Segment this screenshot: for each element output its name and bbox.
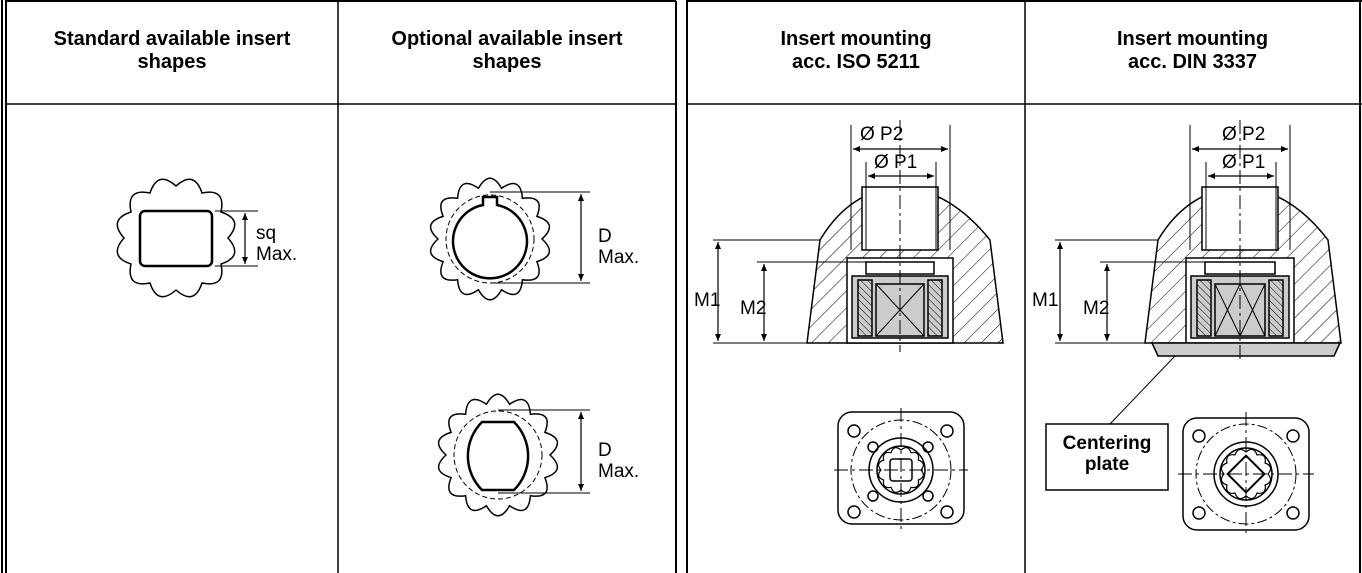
label-d-max-flat: D Max. xyxy=(598,440,640,482)
label-iso-m1: M1 xyxy=(694,290,721,311)
standard-square-insert-drawing xyxy=(116,178,258,298)
label-iso-p2: Ø P2 xyxy=(860,124,904,145)
splined-outline xyxy=(116,178,236,298)
label-din-m1: M1 xyxy=(1032,290,1059,311)
splined-outline xyxy=(437,393,559,517)
label-d-max-keyed: D Max. xyxy=(598,226,640,268)
din-flange-top-view-drawing xyxy=(1178,412,1314,536)
din-mounting-section-drawing xyxy=(1055,120,1342,425)
label-sq-max: sq Max. xyxy=(256,223,298,265)
label-iso-p1: Ø P1 xyxy=(874,152,918,173)
optional-keyed-round-insert-drawing xyxy=(429,177,590,301)
splined-outline xyxy=(429,177,551,301)
optional-double-flat-insert-drawing xyxy=(437,393,590,517)
label-din-m2: M2 xyxy=(1083,298,1110,319)
header-optional-shapes: Optional available insert shapes xyxy=(391,28,623,73)
iso-flange-top-view-drawing xyxy=(834,408,968,530)
header-standard-shapes: Standard available insert shapes xyxy=(53,28,291,73)
label-din-p2: Ø P2 xyxy=(1222,124,1266,145)
centering-plate-label-box xyxy=(1045,423,1169,491)
label-din-p1: Ø P1 xyxy=(1222,152,1266,173)
header-iso-5211-mounting: Insert mounting acc. ISO 5211 xyxy=(780,28,932,73)
header-din-3337-mounting: Insert mounting acc. DIN 3337 xyxy=(1116,28,1269,73)
iso-mounting-section-drawing xyxy=(713,120,1004,352)
label-iso-m2: M2 xyxy=(740,298,767,319)
splined-outline xyxy=(878,447,924,493)
label-centering-plate: Centering plate xyxy=(1062,433,1152,475)
